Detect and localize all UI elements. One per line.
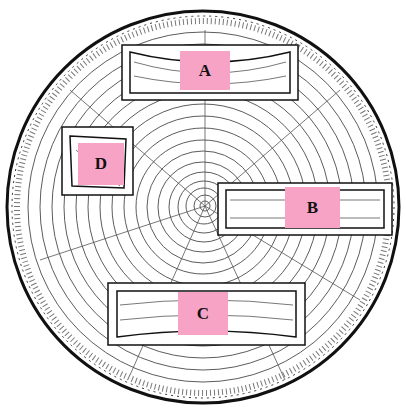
board-shrunk (117, 291, 296, 337)
growth-rings (28, 32, 378, 382)
label-box: B (285, 187, 340, 228)
board-outline (218, 183, 392, 235)
boards (62, 45, 392, 345)
log-outline (7, 11, 399, 403)
board-shrunk (130, 52, 290, 93)
label-box: A (180, 51, 230, 90)
board-shrunk (70, 136, 126, 188)
board-grain (76, 62, 380, 320)
label-box: D (78, 143, 124, 185)
bark-texture (12, 16, 394, 398)
board-letter: A (199, 61, 211, 81)
board-letter: B (307, 198, 318, 218)
board-letter: C (197, 304, 209, 324)
label-box: C (178, 292, 228, 335)
board-outline (62, 127, 133, 195)
bark (17, 21, 389, 393)
board-letter: D (95, 154, 107, 174)
board-outline (108, 283, 305, 345)
board-outline (122, 45, 298, 100)
rays (40, 30, 360, 380)
